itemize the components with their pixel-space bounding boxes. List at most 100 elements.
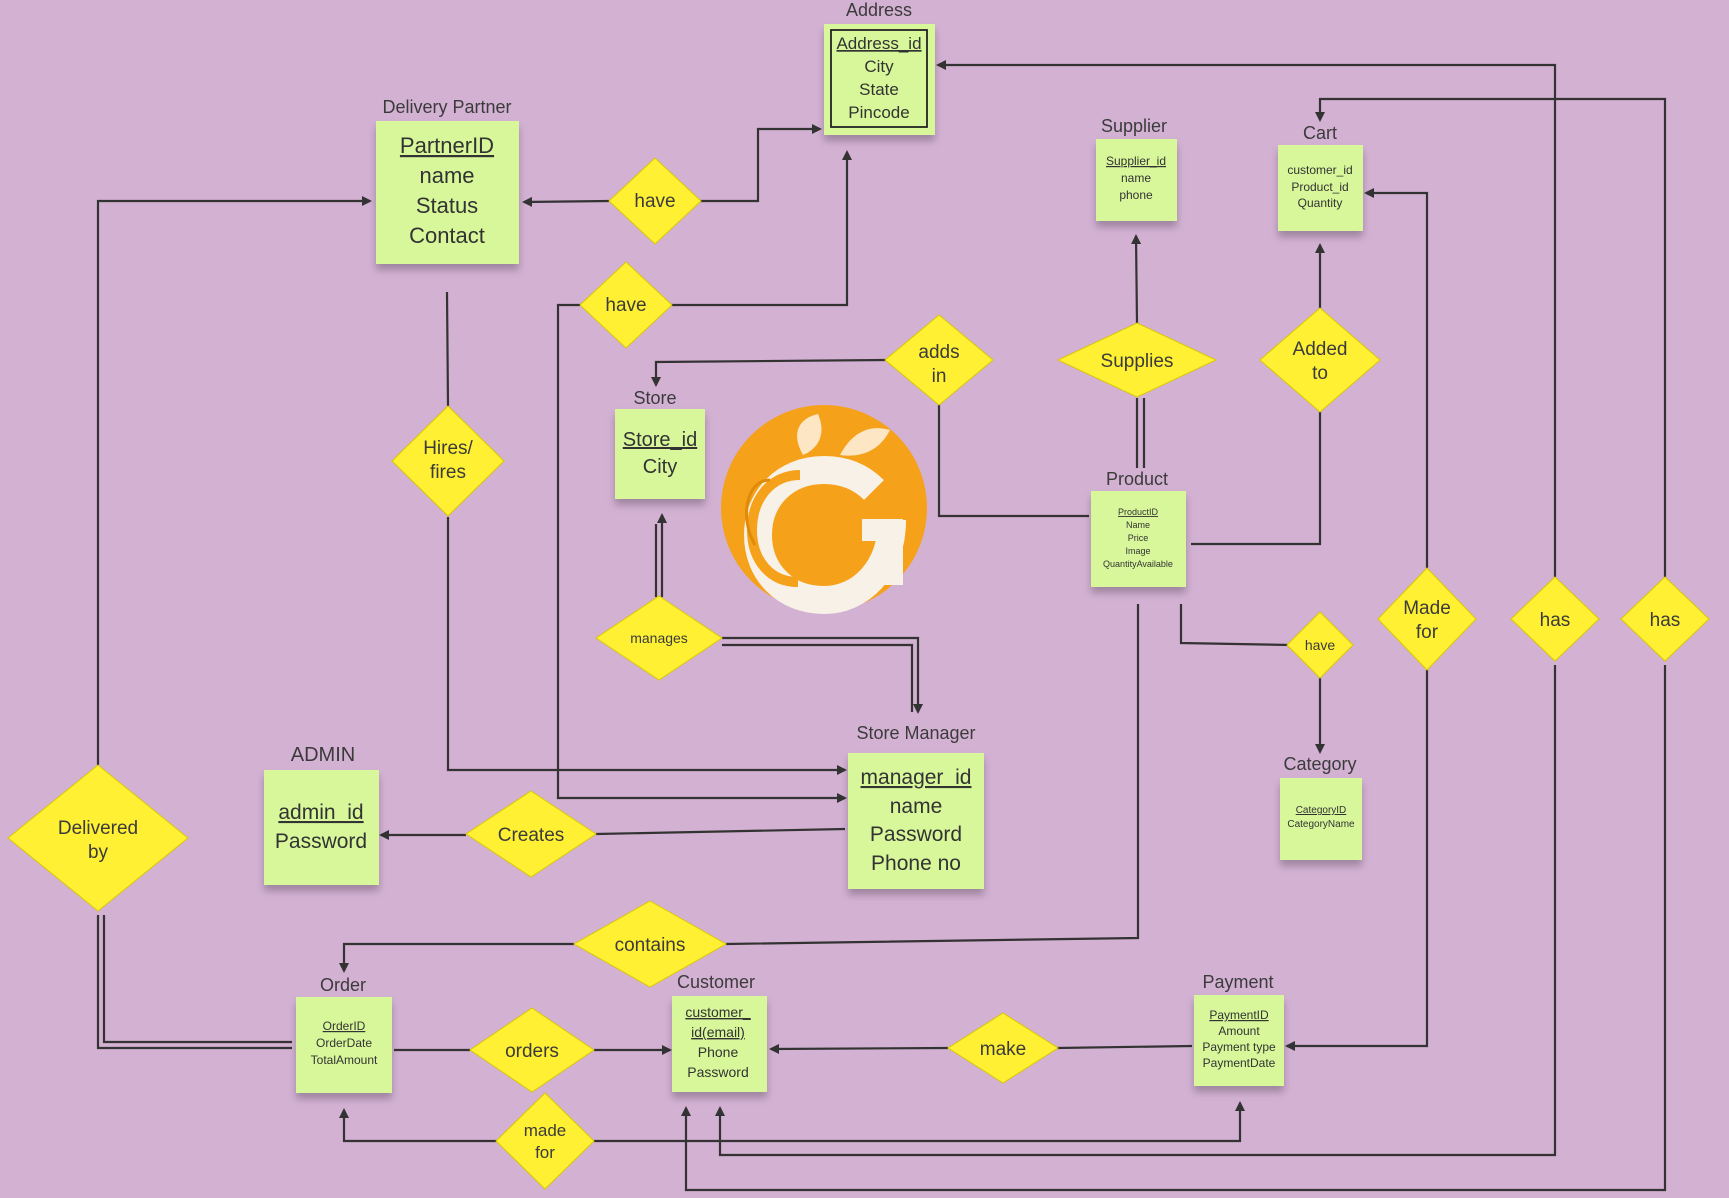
- relationship-adds-in[interactable]: adds in: [884, 314, 994, 406]
- entity-title: Delivery Partner: [382, 97, 511, 117]
- relationship-label: has: [1540, 610, 1571, 631]
- connector-contains-order: [339, 942, 574, 973]
- connector-product-contains: [725, 604, 1140, 946]
- connector-have2-manager: [556, 303, 847, 803]
- relationship-label: adds: [918, 342, 959, 363]
- entity-store[interactable]: Store Store_id City: [615, 388, 705, 499]
- relationship-label: has: [1650, 610, 1681, 631]
- connector-product-addedto: [1191, 412, 1322, 546]
- attribute: Phone no: [871, 852, 961, 875]
- attribute: Pincode: [848, 103, 909, 122]
- relationship-has-address[interactable]: has: [1510, 576, 1600, 662]
- relationship-contains[interactable]: contains: [572, 900, 728, 988]
- attribute: Product_id: [1291, 180, 1348, 194]
- attribute-key: Store_id: [623, 429, 698, 451]
- connector-madefor2-payment: [594, 1101, 1245, 1143]
- entity-payment[interactable]: Payment PaymentID Amount Payment type Pa…: [1194, 972, 1284, 1086]
- connector-manager-creates: [595, 827, 846, 836]
- entity-title: Address: [846, 0, 912, 20]
- relationship-label: have: [605, 295, 646, 316]
- connector-make-customer: [769, 1043, 949, 1054]
- attribute: City: [643, 456, 677, 478]
- relationship-delivered-by[interactable]: Delivered by: [7, 764, 189, 912]
- attribute: City: [864, 57, 894, 76]
- entity-admin[interactable]: ADMIN admin_id Password: [264, 744, 379, 885]
- connector-has-customer: [715, 665, 1557, 1157]
- relationship-label: fires: [430, 462, 466, 483]
- connector-have2-address: [670, 150, 852, 307]
- attribute: OrderDate: [316, 1036, 372, 1050]
- relationship-added-to[interactable]: Added to: [1259, 307, 1381, 413]
- relationship-has-cart[interactable]: has: [1620, 576, 1710, 662]
- relationship-label: Added: [1293, 339, 1348, 360]
- entity-supplier[interactable]: Supplier Supplier_id name phone: [1096, 116, 1177, 221]
- attribute-key: Supplier_id: [1106, 154, 1166, 168]
- relationship-have-manager-address[interactable]: have: [579, 261, 673, 349]
- attribute-key: customer_: [685, 1004, 751, 1020]
- attribute-key: OrderID: [323, 1019, 366, 1033]
- entity-cart[interactable]: Cart customer_id Product_id Quantity: [1278, 123, 1363, 231]
- connector-has2-cart: [1315, 97, 1667, 577]
- attribute: Name: [1126, 520, 1150, 530]
- connector-manages-manager-a: [722, 636, 923, 714]
- entity-title: Store Manager: [856, 723, 975, 743]
- attribute-key: PartnerID: [400, 133, 494, 158]
- relationship-supplies[interactable]: Supplies: [1056, 322, 1218, 398]
- entity-title: ADMIN: [291, 744, 355, 766]
- relationship-label: Made: [1403, 598, 1451, 619]
- relationship-orders[interactable]: orders: [469, 1007, 595, 1093]
- attribute: QuantityAvailable: [1103, 559, 1173, 569]
- connectors: [96, 60, 1667, 1192]
- attribute: State: [859, 80, 899, 99]
- connector-madefor-payment: [1285, 670, 1429, 1051]
- attribute: TotalAmount: [311, 1053, 378, 1067]
- relationship-label: contains: [615, 935, 686, 956]
- entity-title: Payment: [1202, 972, 1273, 992]
- connector-delivered-order-b: [102, 915, 292, 1044]
- entity-category[interactable]: Category CategoryID CategoryName: [1280, 754, 1362, 860]
- relationship-label: manages: [630, 630, 688, 646]
- entity-order[interactable]: Order OrderID OrderDate TotalAmount: [296, 975, 392, 1093]
- connector-madefor-order: [339, 1108, 498, 1143]
- attribute: Phone: [698, 1044, 739, 1060]
- relationship-make[interactable]: make: [947, 1012, 1059, 1084]
- relationship-label: made: [524, 1121, 567, 1140]
- entity-customer[interactable]: Customer customer_ id(email) Phone Passw…: [672, 972, 767, 1092]
- relationship-have-category[interactable]: have: [1286, 611, 1354, 679]
- relationship-label: by: [88, 842, 109, 863]
- relationship-have-partner-address[interactable]: have: [608, 157, 702, 245]
- relationship-made-for-payment[interactable]: made for: [495, 1092, 595, 1190]
- attribute: Amount: [1218, 1024, 1260, 1038]
- attribute: name: [419, 163, 474, 188]
- entity-delivery-partner[interactable]: Delivery Partner PartnerID name Status C…: [376, 97, 519, 264]
- attribute: PaymentDate: [1203, 1056, 1276, 1070]
- attribute: Contact: [409, 223, 485, 248]
- attribute: name: [1121, 171, 1151, 185]
- connector-product-have: [1179, 604, 1291, 647]
- attribute: Price: [1128, 533, 1149, 543]
- connector-has2-customer: [681, 665, 1667, 1192]
- connector-partner-hires: [445, 291, 450, 407]
- attribute: phone: [1119, 188, 1153, 202]
- attribute: Password: [687, 1064, 748, 1080]
- attribute: Password: [275, 830, 367, 853]
- relationship-creates[interactable]: Creates: [465, 790, 597, 878]
- relationship-hires-fires[interactable]: Hires/ fires: [391, 405, 505, 517]
- relationship-label: Delivered: [58, 818, 138, 839]
- relationship-manages[interactable]: manages: [595, 595, 723, 681]
- entity-store-manager[interactable]: Store Manager manager_id name Password P…: [848, 723, 984, 889]
- entity-product[interactable]: Product ProductID Name Price Image Quant…: [1091, 469, 1186, 587]
- relationship-label: orders: [505, 1041, 559, 1062]
- grocery-logo-icon: [721, 405, 927, 615]
- attribute: Status: [416, 193, 478, 218]
- connector-have-partner: [522, 196, 610, 207]
- attribute-key: manager_id: [861, 766, 972, 789]
- relationship-made-for-cart[interactable]: Made for: [1377, 567, 1477, 671]
- attribute: name: [890, 795, 943, 818]
- entity-address[interactable]: Address Address_id City State Pincode: [824, 0, 935, 135]
- relationship-label: Hires/: [423, 438, 473, 459]
- connector-payment-make: [1056, 1044, 1193, 1050]
- relationship-label: have: [1305, 637, 1336, 653]
